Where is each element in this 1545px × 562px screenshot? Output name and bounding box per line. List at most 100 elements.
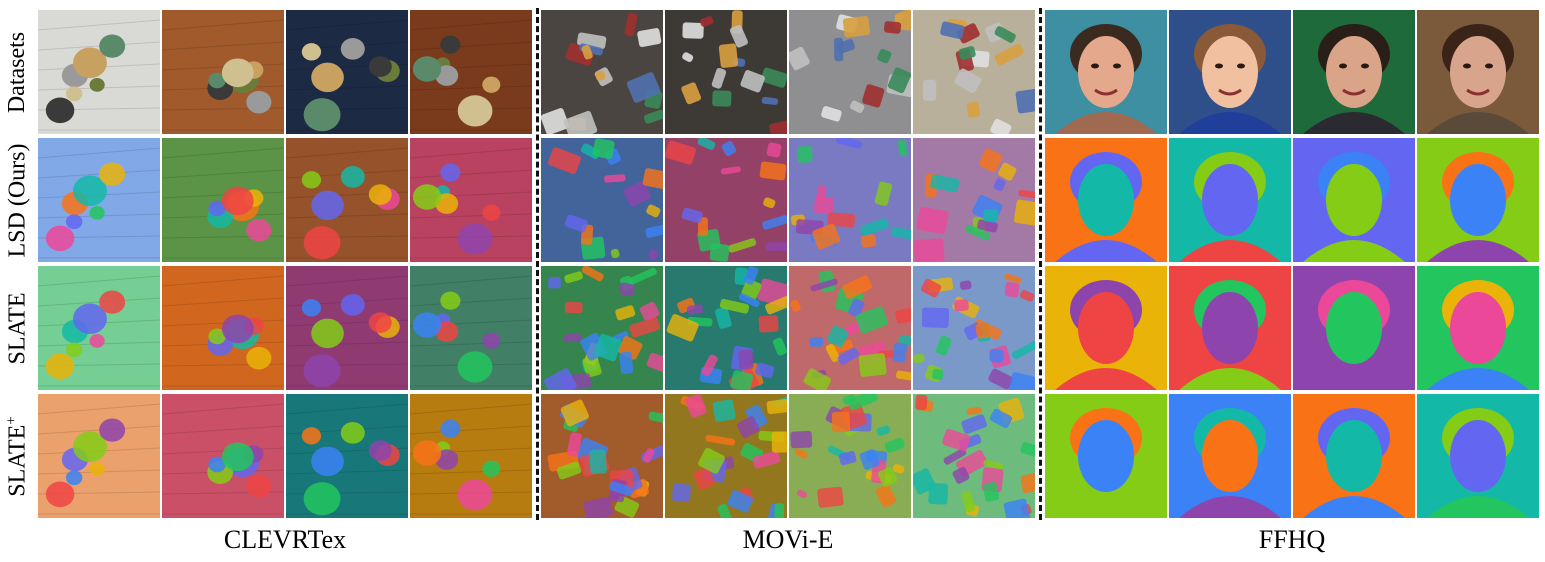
panel-movi-e-lsd-2 (665, 138, 787, 262)
panel-image (286, 266, 408, 390)
panel-clevrtex-slate-plus-3 (286, 394, 408, 518)
panel-clevrtex-slate-2 (162, 266, 284, 390)
panel-image (1169, 10, 1291, 134)
panel-clevrtex-datasets-4 (410, 10, 532, 134)
panel-image (162, 138, 284, 262)
panel-image (162, 394, 284, 518)
panel-ffhq-slate-plus-2 (1169, 394, 1291, 518)
panel-clevrtex-datasets-2 (162, 10, 284, 134)
panel-image (162, 266, 284, 390)
panel-ffhq-datasets-2 (1169, 10, 1291, 134)
panel-image (286, 394, 408, 518)
panel-ffhq-slate-plus-4 (1417, 394, 1539, 518)
panel-ffhq-lsd-3 (1293, 138, 1415, 262)
panel-image (913, 394, 1035, 518)
panel-image (1417, 10, 1539, 134)
panel-ffhq-lsd-4 (1417, 138, 1539, 262)
row-label-text: SLATE (4, 292, 31, 364)
panel-image (541, 266, 663, 390)
panel-ffhq-slate-3 (1293, 266, 1415, 390)
panel-image (913, 266, 1035, 390)
panel-image (1169, 394, 1291, 518)
panel-image (1045, 266, 1167, 390)
panel-image (1293, 10, 1415, 134)
panel-image (410, 138, 532, 262)
panel-movi-e-datasets-2 (665, 10, 787, 134)
panel-image (665, 10, 787, 134)
panel-image (1169, 138, 1291, 262)
group-label-movi-e: MOVi-E (541, 520, 1035, 560)
panel-image (38, 138, 160, 262)
panel-image (665, 138, 787, 262)
panel-movi-e-datasets-4 (913, 10, 1035, 134)
group-divider-1 (536, 8, 539, 520)
panel-clevrtex-slate-plus-4 (410, 394, 532, 518)
panel-image (38, 10, 160, 134)
row-label-base: SLATE (4, 424, 31, 497)
panel-ffhq-slate-plus-1 (1045, 394, 1167, 518)
panel-image (286, 138, 408, 262)
panel-ffhq-lsd-2 (1169, 138, 1291, 262)
group-divider-2 (1039, 8, 1042, 520)
panel-image (913, 138, 1035, 262)
panel-clevrtex-lsd-1 (38, 138, 160, 262)
panel-image (1293, 266, 1415, 390)
panel-image (286, 10, 408, 134)
panel-ffhq-datasets-1 (1045, 10, 1167, 134)
group-label-text: MOVi-E (742, 525, 834, 554)
panel-movi-e-datasets-1 (541, 10, 663, 134)
panel-clevrtex-lsd-2 (162, 138, 284, 262)
panel-clevrtex-lsd-4 (410, 138, 532, 262)
panel-ffhq-slate-2 (1169, 266, 1291, 390)
panel-image (1417, 394, 1539, 518)
panel-image (162, 10, 284, 134)
panel-movi-e-slate-3 (789, 266, 911, 390)
row-label-text: Datasets (4, 31, 31, 113)
panel-clevrtex-slate-1 (38, 266, 160, 390)
panel-image (38, 266, 160, 390)
panel-image (1417, 138, 1539, 262)
panel-image (541, 10, 663, 134)
panel-movi-e-slate-plus-1 (541, 394, 663, 518)
panel-image (1293, 394, 1415, 518)
panel-image (410, 266, 532, 390)
panel-image (1417, 266, 1539, 390)
panel-image (1045, 138, 1167, 262)
panel-clevrtex-datasets-1 (38, 10, 160, 134)
panel-image (410, 394, 532, 518)
panel-ffhq-lsd-1 (1045, 138, 1167, 262)
panel-image (541, 394, 663, 518)
panel-ffhq-datasets-3 (1293, 10, 1415, 134)
panel-movi-e-datasets-3 (789, 10, 911, 134)
panel-clevrtex-slate-plus-1 (38, 394, 160, 518)
row-label-sup: + (3, 415, 20, 425)
group-label-clevrtex: CLEVRTex (38, 520, 532, 560)
panel-ffhq-slate-plus-3 (1293, 394, 1415, 518)
row-label-datasets: Datasets (0, 10, 36, 134)
panel-clevrtex-datasets-3 (286, 10, 408, 134)
panel-clevrtex-slate-4 (410, 266, 532, 390)
panel-movi-e-slate-plus-4 (913, 394, 1035, 518)
row-label-slate-plus: SLATE+ (0, 394, 36, 518)
panel-image (1045, 10, 1167, 134)
panel-image (789, 138, 911, 262)
panel-image (789, 394, 911, 518)
panel-movi-e-slate-plus-2 (665, 394, 787, 518)
row-label-text: LSD (Ours) (4, 143, 31, 257)
panel-movi-e-slate-4 (913, 266, 1035, 390)
panel-image (665, 394, 787, 518)
panel-image (913, 10, 1035, 134)
panel-movi-e-lsd-4 (913, 138, 1035, 262)
panel-clevrtex-slate-3 (286, 266, 408, 390)
panel-movi-e-lsd-1 (541, 138, 663, 262)
panel-image (410, 10, 532, 134)
panel-clevrtex-slate-plus-2 (162, 394, 284, 518)
panel-ffhq-slate-4 (1417, 266, 1539, 390)
panel-image (38, 394, 160, 518)
panel-image (789, 10, 911, 134)
panel-image (789, 266, 911, 390)
panel-movi-e-slate-2 (665, 266, 787, 390)
row-label-text: SLATE+ (3, 415, 32, 497)
panel-image (1045, 394, 1167, 518)
group-label-ffhq: FFHQ (1045, 520, 1539, 560)
